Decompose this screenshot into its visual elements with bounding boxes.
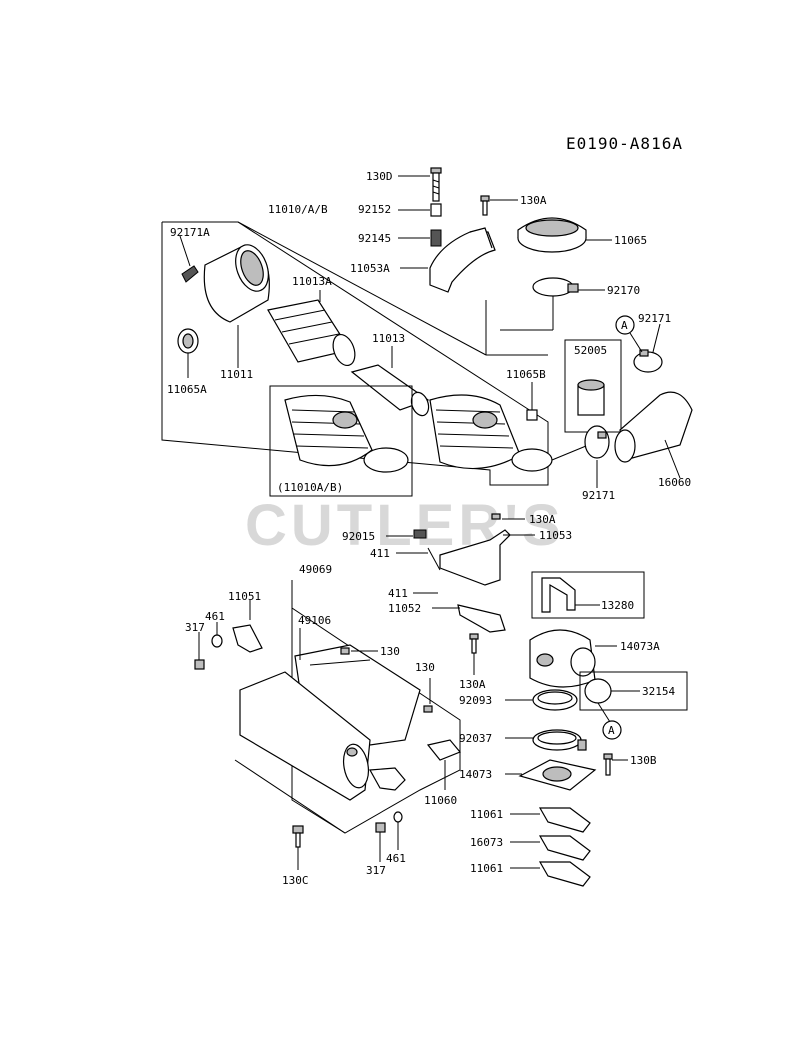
label-92152: 92152 bbox=[358, 203, 391, 216]
label-92145: 92145 bbox=[358, 232, 391, 245]
bolt-130-a bbox=[340, 647, 378, 655]
element-11013A bbox=[267, 290, 356, 367]
label-11010AB: 11010/A/B bbox=[268, 203, 328, 216]
bracket-11052 bbox=[432, 604, 506, 633]
label-11011: 11011 bbox=[220, 368, 253, 381]
label-52005: 52005 bbox=[574, 344, 607, 357]
label-11061-a: 11061 bbox=[470, 808, 503, 821]
gasket-11061-b bbox=[510, 861, 591, 887]
muffler-group-frame bbox=[234, 580, 461, 834]
box-13280 bbox=[531, 571, 645, 619]
label-11065B: 11065B bbox=[506, 368, 546, 381]
label-11061-b: 11061 bbox=[470, 862, 503, 875]
label-49106: 49106 bbox=[298, 614, 331, 627]
spring-92145 bbox=[398, 229, 442, 247]
label-92171A: 92171A bbox=[170, 226, 210, 239]
valve-11065A bbox=[177, 328, 199, 378]
clamp-92171-mid bbox=[551, 425, 610, 488]
bolt-130C bbox=[292, 825, 304, 870]
label-92093: 92093 bbox=[459, 694, 492, 707]
bolt-130A-top bbox=[480, 195, 518, 216]
label-411-a: 411 bbox=[370, 547, 390, 560]
element-11013 bbox=[350, 346, 430, 417]
label-11065A: 11065A bbox=[167, 383, 207, 396]
label-92015: 92015 bbox=[342, 530, 375, 543]
clamp-92170 bbox=[500, 277, 605, 331]
label-461-low: 461 bbox=[386, 852, 406, 865]
washer-461-low bbox=[393, 811, 403, 850]
gasket-16073 bbox=[510, 835, 591, 861]
clamp-92171-top bbox=[615, 315, 663, 373]
label-130A-mid: 130A bbox=[529, 513, 556, 526]
air-cleaner-group-frame bbox=[161, 221, 549, 486]
ring-92093 bbox=[505, 689, 578, 711]
hose-16060 bbox=[614, 391, 693, 479]
bracket-11053 bbox=[439, 529, 535, 586]
box-32154 bbox=[579, 671, 688, 740]
bolt-130A-low bbox=[469, 633, 479, 675]
callout-A-low: A bbox=[608, 724, 615, 737]
label-14073: 14073 bbox=[459, 768, 492, 781]
label-130-a: 130 bbox=[380, 645, 400, 658]
bolt-130-b bbox=[423, 678, 433, 713]
label-49069: 49069 bbox=[299, 563, 332, 576]
inset-11010AB bbox=[269, 385, 413, 497]
gasket-11061-a bbox=[510, 807, 591, 833]
label-11060: 11060 bbox=[424, 794, 457, 807]
label-11053A: 11053A bbox=[350, 262, 390, 275]
bracket-11051 bbox=[232, 600, 263, 653]
clip-92015 bbox=[386, 529, 427, 539]
cover-14073A bbox=[529, 629, 617, 688]
nut-317-top bbox=[194, 632, 205, 670]
label-411-b: 411 bbox=[388, 587, 408, 600]
label-130A-top: 130A bbox=[520, 194, 547, 207]
label-inset-11010AB: (11010A/B) bbox=[277, 481, 343, 494]
label-11052: 11052 bbox=[388, 602, 421, 615]
cap-11065 bbox=[517, 217, 612, 253]
bolt-130D bbox=[398, 167, 442, 202]
flange-14073 bbox=[505, 759, 597, 791]
label-130A-low: 130A bbox=[459, 678, 486, 691]
label-130C: 130C bbox=[282, 874, 309, 887]
pin-411 bbox=[396, 547, 441, 594]
label-92171-mid: 92171 bbox=[582, 489, 615, 502]
label-13280: 13280 bbox=[601, 599, 634, 612]
box-52005 bbox=[564, 339, 622, 433]
callout-A-top: A bbox=[621, 319, 628, 332]
label-130B: 130B bbox=[630, 754, 657, 767]
label-11013: 11013 bbox=[372, 332, 405, 345]
label-461-top: 461 bbox=[205, 610, 225, 623]
nut-317-low bbox=[375, 822, 386, 862]
cover-11011 bbox=[203, 244, 270, 368]
label-317-low: 317 bbox=[366, 864, 386, 877]
label-317-top: 317 bbox=[185, 621, 205, 634]
watermark: CUTLER'S bbox=[245, 493, 565, 558]
label-130-b: 130 bbox=[415, 661, 435, 674]
label-92037: 92037 bbox=[459, 732, 492, 745]
air-cleaner-body bbox=[429, 394, 553, 472]
cap-11065B bbox=[526, 382, 538, 421]
label-16073: 16073 bbox=[470, 836, 503, 849]
label-11065: 11065 bbox=[614, 234, 647, 247]
wing-nut-92171A bbox=[179, 235, 199, 283]
bracket-11053A bbox=[400, 227, 496, 293]
label-11013A: 11013A bbox=[292, 275, 332, 288]
label-92170: 92170 bbox=[607, 284, 640, 297]
label-16060: 16060 bbox=[658, 476, 691, 489]
bolt-130A-mid bbox=[491, 513, 525, 520]
washer-461-top bbox=[211, 622, 223, 648]
label-130D: 130D bbox=[366, 170, 393, 183]
collar-92152 bbox=[398, 203, 442, 217]
bolt-130B bbox=[603, 753, 628, 776]
gasket-11060 bbox=[426, 739, 461, 790]
label-92171-top: 92171 bbox=[638, 312, 671, 325]
label-11053: 11053 bbox=[539, 529, 572, 542]
muffler-body bbox=[239, 671, 406, 801]
label-32154: 32154 bbox=[642, 685, 675, 698]
diagram-code: E0190-A816A bbox=[566, 134, 683, 153]
label-11051: 11051 bbox=[228, 590, 261, 603]
label-14073A: 14073A bbox=[620, 640, 660, 653]
band-92037 bbox=[505, 729, 587, 751]
